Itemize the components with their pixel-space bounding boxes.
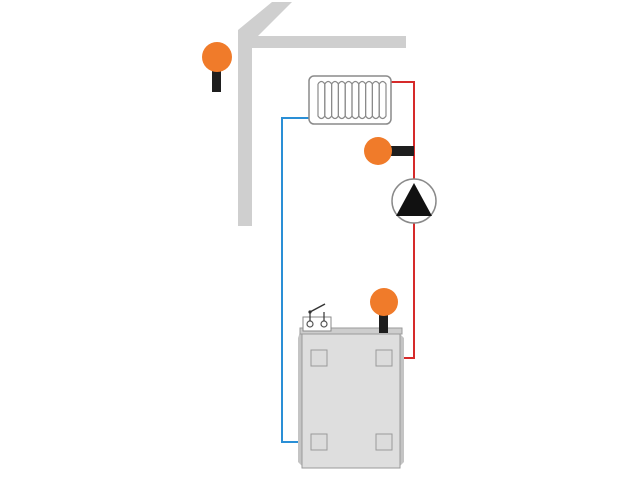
boiler-port-bottom-right xyxy=(375,433,393,451)
flow-temperature-sensor-icon xyxy=(364,137,414,165)
wall-shape xyxy=(238,2,406,226)
electrical-switch-icon xyxy=(302,303,332,332)
outdoor-temperature-sensor-icon xyxy=(202,42,232,92)
radiator-fin xyxy=(378,80,387,120)
boiler-icon xyxy=(298,327,404,469)
boiler-port-top-left xyxy=(310,349,328,367)
boiler-port-return xyxy=(310,433,328,451)
boiler-temperature-sensor-icon xyxy=(370,288,398,333)
wall-corner-icon xyxy=(238,2,406,226)
boiler-port-supply xyxy=(375,349,393,367)
radiator-icon xyxy=(308,75,392,125)
pump-arrow xyxy=(396,183,432,216)
circulation-pump-icon xyxy=(391,178,437,224)
